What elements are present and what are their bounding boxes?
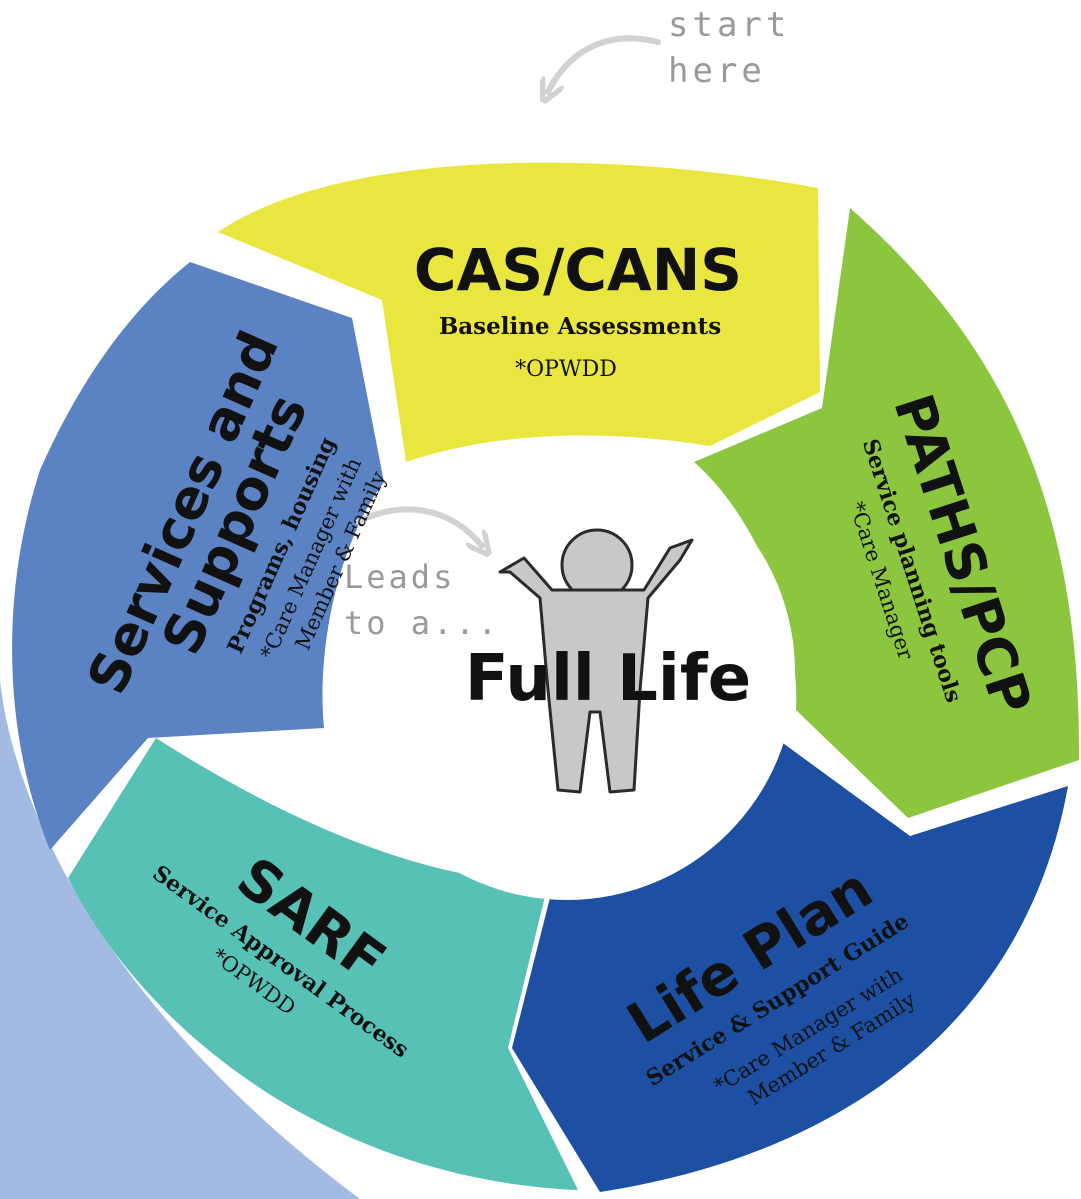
start-hint-line2: here	[668, 51, 766, 91]
person-arms-up-icon	[498, 528, 694, 794]
leads-hint-line2: to a...	[344, 604, 500, 642]
segment-cas-shape	[218, 162, 820, 463]
background-swoosh	[0, 680, 360, 1199]
start-arrow	[548, 35, 661, 92]
leads-arrow	[355, 506, 482, 546]
cas-subtitle: Baseline Assessments	[439, 313, 721, 340]
segment-paths-shape	[694, 208, 1080, 818]
leads-hint-line1: Leads	[344, 558, 455, 596]
segment-sarf-shape	[68, 738, 578, 1190]
segment-lifeplan-shape	[512, 738, 1068, 1192]
center-title: Full Life	[465, 642, 751, 716]
cas-note: *OPWDD	[515, 357, 617, 382]
cas-title: CAS/CANS	[414, 236, 742, 304]
segment-services-shape	[12, 262, 384, 850]
start-hint-line1: start	[668, 5, 790, 45]
